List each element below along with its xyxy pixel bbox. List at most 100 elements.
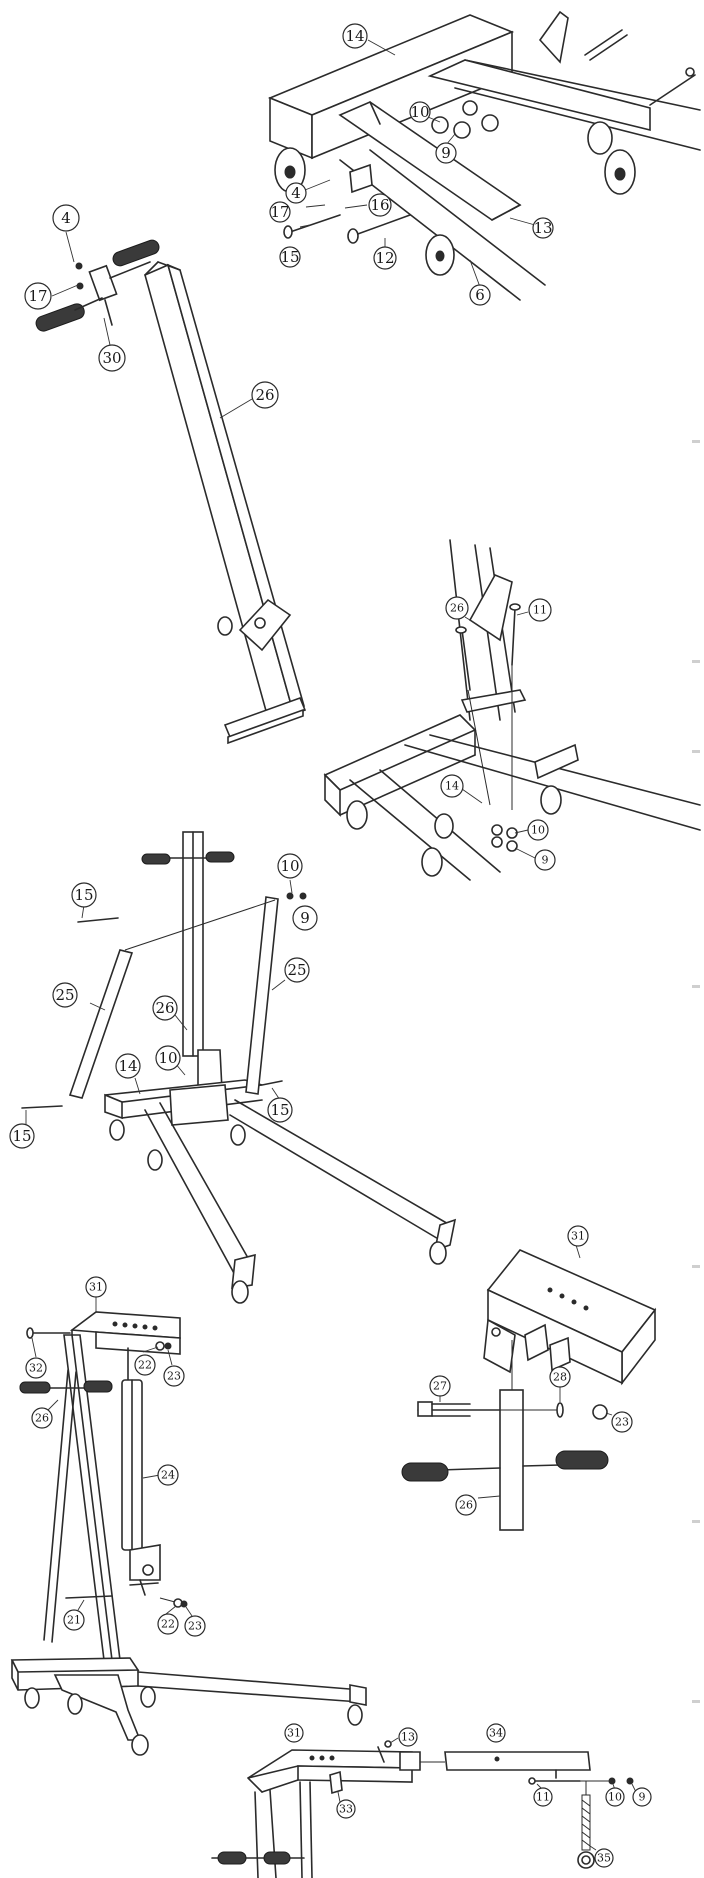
svg-text:23: 23 [188,1620,202,1633]
svg-text:32: 32 [29,1362,43,1375]
svg-text:15: 15 [270,1101,289,1119]
callout: 17 [24,282,52,310]
step-6-callouts: 31 32 22 23 26 24 21 22 23 [25,1276,206,1637]
svg-text:10: 10 [410,103,429,121]
callout: 26 [31,1407,53,1429]
svg-text:16: 16 [370,196,389,214]
margin-mark [692,985,700,988]
handle-grip [205,851,235,863]
svg-text:15: 15 [74,886,93,904]
svg-text:22: 22 [138,1359,152,1372]
margin-mark [692,440,700,443]
callout: 28 [549,1366,571,1388]
callout: 24 [157,1464,179,1486]
callout: 9 [534,849,556,871]
svg-text:25: 25 [55,986,74,1004]
margin-mark [692,660,700,663]
svg-text:25: 25 [287,961,306,979]
step-7-boom-extension [211,1737,637,1878]
svg-text:9: 9 [441,144,451,162]
callout: 26 [251,381,279,409]
step-2-callouts: 4 17 30 26 [24,204,279,409]
callout: 14 [115,1053,141,1079]
svg-text:23: 23 [167,1370,181,1383]
callout: 15 [279,246,301,268]
callout: 15 [71,882,97,908]
callout: 25 [52,982,78,1008]
callout: 26 [455,1494,477,1516]
handle-grip [141,853,171,865]
handle-grip [83,1380,113,1393]
step-4-callouts: 10 9 15 25 26 25 10 14 15 15 [9,853,318,1149]
callout: 10 [527,819,549,841]
svg-text:26: 26 [255,386,274,404]
step-1-base-frame [267,10,701,301]
callout: 15 [267,1097,293,1123]
callout: 9 [435,142,457,164]
callout: 10 [155,1045,181,1071]
callout: 9 [632,1787,652,1807]
svg-text:34: 34 [489,1727,503,1740]
svg-text:10: 10 [280,857,299,875]
callout: 27 [429,1375,451,1397]
handle-grip [401,1462,449,1482]
hook-chain [581,1794,591,1851]
svg-text:11: 11 [533,604,547,617]
svg-text:15: 15 [12,1127,31,1145]
callout: 31 [85,1276,107,1298]
callout: 31 [284,1723,304,1743]
callout: 15 [9,1123,35,1149]
handle-grip [555,1450,609,1470]
callout: 31 [567,1225,589,1247]
svg-text:33: 33 [339,1803,353,1816]
callout: 26 [445,596,469,620]
callout: 21 [63,1609,85,1631]
svg-text:35: 35 [597,1852,611,1865]
callout: 17 [269,201,291,223]
margin-mark [692,750,700,753]
callout: 23 [611,1411,633,1433]
callout: 14 [342,23,368,49]
svg-text:10: 10 [608,1791,622,1804]
step-1-callouts: 14 10 9 4 17 16 15 12 13 6 [269,23,554,306]
handle-grip [19,1381,51,1394]
callout: 12 [373,246,397,270]
svg-text:26: 26 [459,1499,473,1512]
step-5-boom-detail [401,1244,657,1531]
step-5-callouts: 31 27 28 23 26 [429,1225,633,1516]
svg-text:30: 30 [102,349,121,367]
callout: 6 [469,284,491,306]
svg-text:24: 24 [161,1469,175,1482]
svg-text:4: 4 [291,184,301,202]
svg-text:14: 14 [118,1057,137,1075]
svg-text:9: 9 [639,1791,646,1804]
step-3-mount [323,539,701,881]
svg-text:9: 9 [300,909,310,927]
callout: 11 [528,598,552,622]
callout: 25 [284,957,310,983]
handle-grip-upper [112,239,160,267]
svg-text:13: 13 [401,1731,415,1744]
callout: 4 [285,182,307,204]
callout: 33 [336,1799,356,1819]
callout: 34 [486,1723,506,1743]
svg-text:28: 28 [553,1371,567,1384]
svg-text:23: 23 [615,1416,629,1429]
callout: 14 [440,774,464,798]
svg-text:26: 26 [155,999,174,1017]
margin-mark [692,1265,700,1268]
callout: 10 [409,101,431,123]
callout: 22 [157,1613,179,1635]
svg-text:14: 14 [445,780,459,793]
svg-text:4: 4 [61,209,71,227]
callout: 16 [368,193,392,217]
svg-text:22: 22 [161,1618,175,1631]
margin-mark [692,1520,700,1523]
svg-text:11: 11 [536,1791,550,1804]
svg-text:17: 17 [270,203,289,221]
step-6-boom-ram [10,1297,367,1756]
svg-text:12: 12 [375,249,394,267]
svg-text:27: 27 [433,1380,447,1393]
svg-text:31: 31 [571,1230,585,1243]
